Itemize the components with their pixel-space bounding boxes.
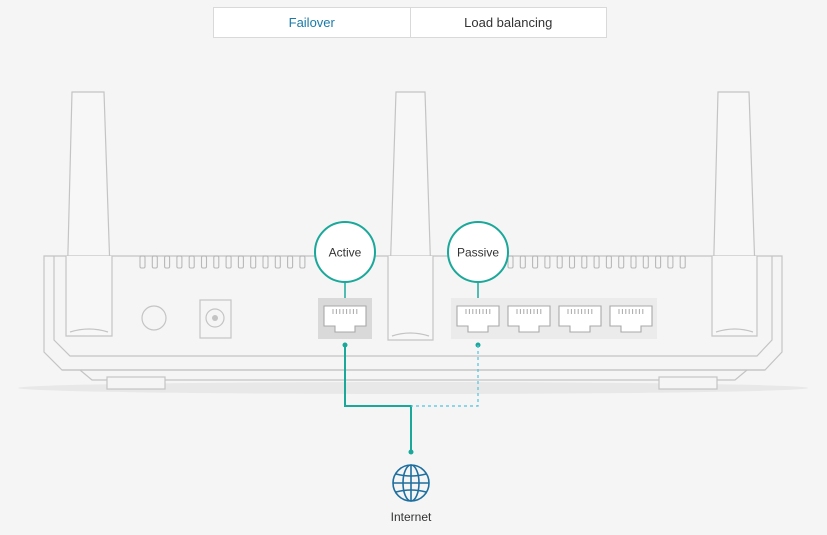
vent-slot <box>139 255 146 269</box>
vent-slot <box>507 255 514 269</box>
internet-label: Internet <box>391 510 432 524</box>
vent-slot <box>250 255 257 269</box>
antenna-middle-base <box>387 256 434 341</box>
vent-slot <box>188 255 195 269</box>
antenna-left-hinge <box>69 328 109 333</box>
vent-slot <box>287 255 294 269</box>
tab-failover[interactable]: Failover <box>288 15 335 30</box>
foot-left <box>106 376 166 390</box>
vent-slot <box>618 255 625 269</box>
antenna-left-base <box>65 256 113 337</box>
active-callout <box>314 221 376 283</box>
reset-button <box>141 305 167 331</box>
vent-slot <box>667 255 674 269</box>
router-shadow <box>18 382 808 394</box>
power-port-ring <box>205 308 225 328</box>
vent-slot <box>200 255 208 269</box>
passive-label: Passive <box>457 246 499 260</box>
vent-slot <box>262 255 269 269</box>
vent-slot <box>299 255 306 269</box>
passive-link <box>411 345 479 407</box>
ethernet-port <box>456 305 500 333</box>
vent-slot <box>568 255 576 269</box>
passive-callout <box>447 221 509 283</box>
vent-slot <box>642 255 649 269</box>
vent-slot <box>679 255 686 269</box>
router-inner <box>53 256 773 357</box>
power-port <box>199 299 232 339</box>
active-label: Active <box>329 246 362 260</box>
vent-slot <box>274 255 281 269</box>
vent-slot <box>556 255 563 269</box>
vent-slot <box>593 255 600 269</box>
ethernet-port <box>323 305 367 333</box>
vent-slot <box>225 255 232 269</box>
ethernet-port <box>609 305 653 333</box>
antenna-right-hinge <box>715 328 754 333</box>
vent-slot <box>605 255 612 269</box>
active-link <box>344 345 412 452</box>
ethernet-ports <box>323 305 653 333</box>
vent-slot <box>519 255 526 269</box>
router-base <box>79 369 748 381</box>
vent-slot <box>532 255 539 269</box>
vent-slot <box>151 255 158 269</box>
vent-slot <box>164 255 171 269</box>
ethernet-port <box>507 305 551 333</box>
power-port-pin <box>212 315 218 321</box>
vent-slot <box>176 255 183 269</box>
internet-dot <box>408 449 414 455</box>
foot-right <box>658 376 718 390</box>
antenna-right-base <box>711 256 758 337</box>
vent-slot <box>213 255 220 269</box>
vent-slot <box>655 255 662 269</box>
vent-slots <box>139 255 686 269</box>
tab-load-balancing[interactable]: Load balancing <box>409 8 607 37</box>
ethernet-port <box>558 305 602 333</box>
globe-icon <box>392 464 430 502</box>
vent-slot <box>630 255 637 269</box>
vent-slot <box>237 255 244 269</box>
antenna-middle-hinge <box>391 332 430 337</box>
vent-slot <box>544 255 551 269</box>
mode-tabs: Failover Load balancing <box>213 7 607 38</box>
vent-slot <box>581 255 588 269</box>
antenna-bases <box>65 256 758 341</box>
